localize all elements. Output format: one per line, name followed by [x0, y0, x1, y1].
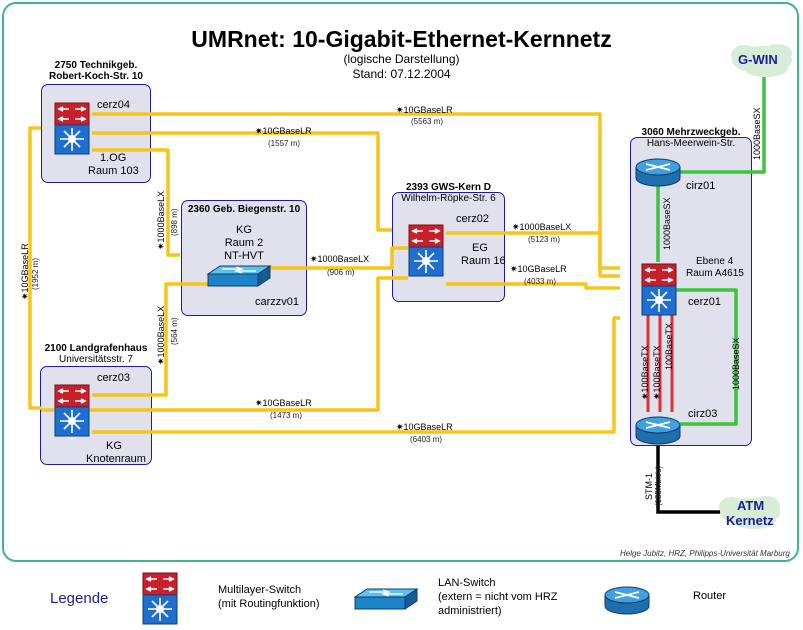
site-2750-room-1: 1.OG: [100, 152, 127, 164]
site-3060-address: Hans-Meerwein-Str.: [646, 138, 736, 149]
link-l7-type: ✷1000BaseLX: [512, 222, 572, 232]
legend-lan-label-2: (extern = nicht vom HRZ: [438, 591, 558, 603]
site-3060-room-2: Raum A4615: [686, 268, 744, 279]
cirz03-label: cirz03: [688, 408, 718, 420]
site-3060-room-1: Ebene 4: [696, 256, 734, 267]
link-cerz04-cerz02: [92, 131, 392, 232]
site-2100-address: Universitätsstr. 7: [59, 354, 133, 365]
site-2393-name: 2393 GWS-Kern D: [405, 182, 492, 193]
site-2750-room-2: Raum 103: [88, 165, 139, 177]
legend-router-label: Router: [693, 590, 727, 602]
site-2750-address: Robert-Koch-Str. 10: [49, 71, 143, 82]
link-carzzv01-cerz02: [232, 246, 408, 270]
cirz03-router-icon: [635, 416, 681, 445]
cerz03-label: cerz03: [97, 372, 131, 384]
carzzv01-lan-switch-icon: [207, 265, 271, 287]
site-2393-room-1: EG: [472, 242, 488, 254]
link-l12-type: 1000BaseSX: [662, 197, 672, 250]
link-l17-rate: (155Mbit/s): [654, 465, 663, 506]
link-l1-type: ✷10GBaseLR: [396, 105, 453, 115]
legend-lan-label-1: LAN-Switch: [438, 577, 496, 589]
link-l17-type: STM-1: [644, 473, 654, 500]
atm-label-2: Kernetz: [726, 513, 774, 528]
link-l15-type: ✷100BaseTX: [652, 345, 662, 400]
link-cerz02-cerz01-2: [446, 282, 620, 290]
link-l13-type: 1000BaseSX: [731, 337, 741, 390]
diagram-subtitle: (logische Darstellung): [343, 52, 460, 66]
link-l3-type: ✷10GBaseLR: [20, 243, 30, 300]
diagram-date: Stand: 07.12.2004: [352, 67, 451, 81]
link-cerz04-cerz03: [28, 126, 41, 410]
cerz03-switch-icon: [54, 384, 90, 437]
link-l4-type: ✷1000BaseLX: [156, 190, 166, 250]
link-cerz04-carzzv01: [92, 148, 180, 257]
link-l5-dist: (906 m): [327, 268, 355, 277]
diagram-title: UMRnet: 10-Gigabit-Ethernet-Kernnetz: [191, 26, 612, 52]
link-cerz04-cerz01: [92, 112, 620, 270]
cerz02-label: cerz02: [456, 213, 490, 225]
legend-multilayer-label-2: (mit Routingfunktion): [218, 598, 320, 610]
site-2360-name: 2360 Geb. Biegenstr. 10: [187, 204, 301, 215]
site-2100-room-1: KG: [106, 440, 122, 452]
link-l1-dist: (5563 m): [411, 117, 444, 126]
link-cerz03-cerz01: [92, 316, 620, 434]
legend-title: Legende: [50, 590, 109, 607]
link-l5-type: ✷1000BaseLX: [310, 254, 370, 264]
link-l10-type: ✷10GBaseLR: [396, 422, 453, 432]
site-2393-room-2: Raum 16: [461, 255, 506, 267]
link-l9-type: ✷10GBaseLR: [255, 398, 312, 408]
carzzv01-label: carzzv01: [255, 296, 300, 308]
site-2393-address: Wilhelm-Röpke-Str. 6: [401, 193, 496, 204]
diagram-frame: [2, 2, 799, 562]
gwin-label: G-WIN: [738, 52, 778, 67]
site-2360-box: [181, 200, 307, 316]
link-l7-dist: (5123 m): [528, 235, 561, 244]
legend-lan-label-3: administriert): [438, 605, 502, 617]
link-l9-dist: (1473 m): [270, 411, 303, 420]
link-l10-dist: (6403 m): [410, 435, 443, 444]
cerz01-label: cerz01: [688, 296, 722, 308]
legend-lan-switch-icon: [354, 588, 418, 610]
site-2100-room-2: Knotenraum: [86, 453, 146, 465]
site-3060-name: 3060 Mehrzweckgeb.: [641, 127, 741, 138]
link-l8-dist: (4033 m): [524, 277, 557, 286]
link-l2-dist: (1557 m): [268, 139, 301, 148]
link-l11-type: 1000BaseSX: [752, 107, 762, 160]
link-l6-dist: (564 m): [170, 317, 179, 345]
link-l16-type: 100BaseTX: [664, 322, 674, 370]
link-cerz01-cirz03: [676, 288, 738, 426]
link-cirz01-gwin: [680, 66, 766, 174]
link-l6-type: ✷1000BaseLX: [156, 305, 166, 365]
credit-text: Helge Jubitz, HRZ, Philipps-Universität …: [620, 549, 790, 558]
site-2360-room-1: KG: [236, 224, 252, 236]
link-l2-type: ✷10GBaseLR: [255, 126, 312, 136]
legend-router-icon: [604, 586, 650, 615]
cirz01-label: cirz01: [686, 180, 716, 192]
atm-label-1: ATM: [737, 498, 765, 513]
site-2360-room-2: Raum 2: [224, 237, 264, 249]
legend-multilayer-label-1: Multilayer-Switch: [218, 584, 302, 596]
legend-multilayer-switch-icon: [142, 572, 178, 625]
link-l4-dist: (898 m): [170, 208, 179, 236]
link-cirz03-atm: [656, 446, 722, 514]
cerz04-label: cerz04: [97, 99, 131, 111]
cerz02-switch-icon: [408, 224, 444, 277]
link-l3-dist: (1952 m): [31, 257, 40, 290]
site-2100-name: 2100 Landgrafenhaus: [44, 343, 148, 354]
link-cerz02-cerz01-1: [446, 231, 620, 278]
cerz04-switch-icon: [54, 102, 90, 155]
site-2750-name: 2750 Technikgeb.: [54, 60, 138, 71]
link-l14-type: ✷100BaseTX: [640, 345, 650, 400]
link-cerz03-cerz02: [41, 276, 408, 412]
cerz01-switch-icon: [641, 263, 677, 316]
link-cerz03-carzzv01: [92, 282, 208, 397]
site-2360-room-3: NT-HVT: [224, 250, 264, 262]
link-l8-type: ✷10GBaseLR: [510, 264, 567, 274]
cirz01-router-icon: [635, 158, 681, 187]
